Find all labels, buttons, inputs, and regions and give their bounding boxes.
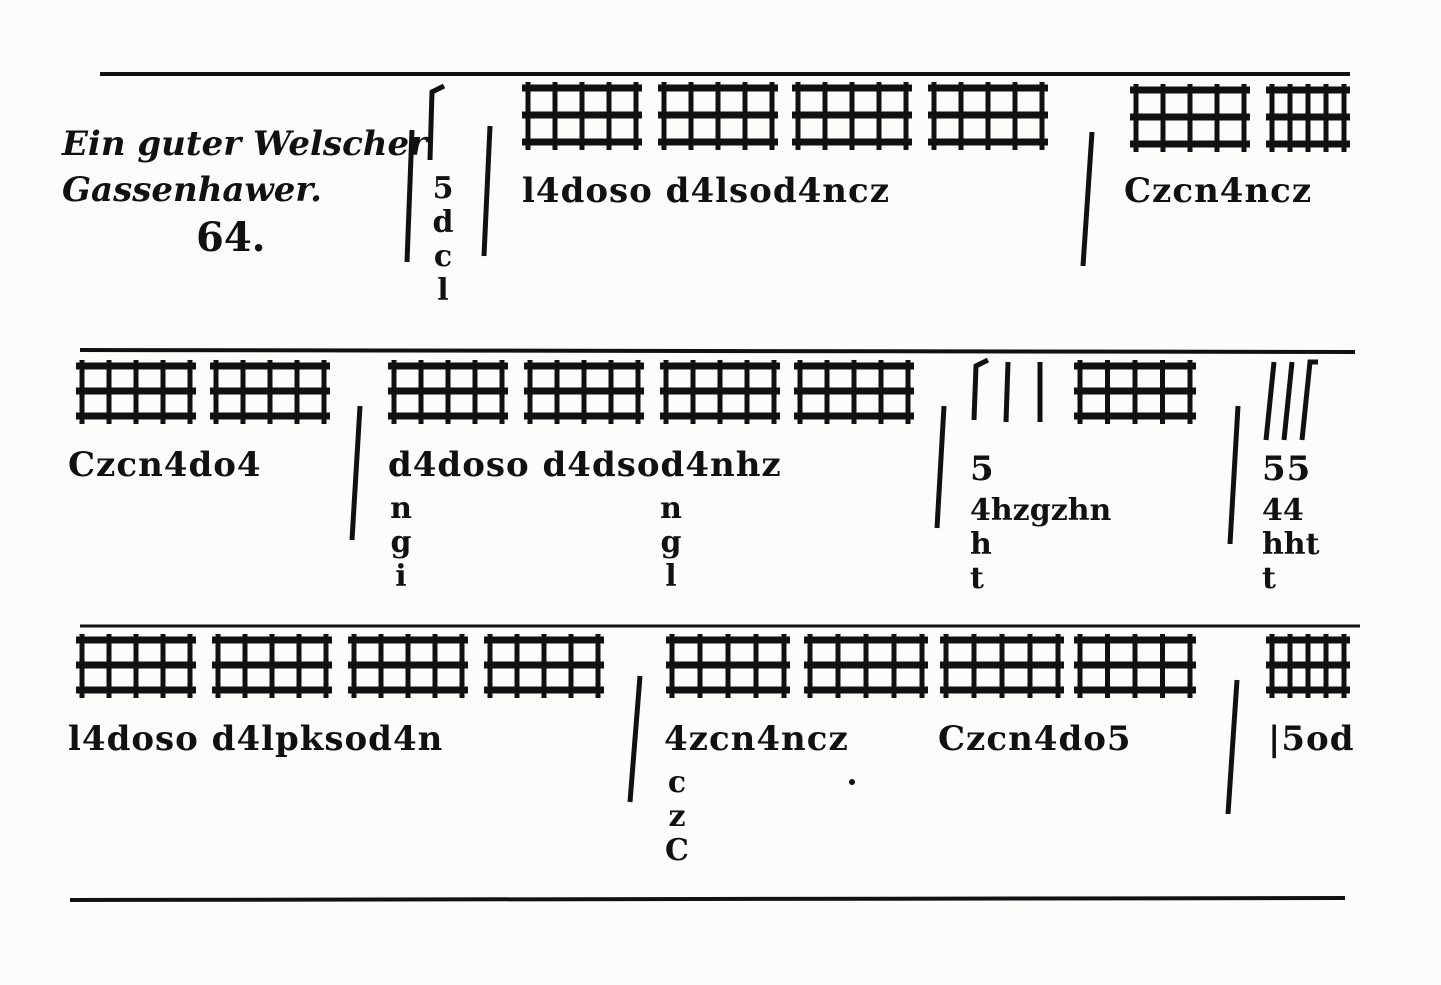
rule-system2 <box>79 348 1356 354</box>
rhythm-grid <box>1266 84 1350 152</box>
rhythm-grid <box>1074 360 1196 424</box>
system2-sequence-c: 5 <box>970 449 995 489</box>
rhythm-grid <box>1130 84 1250 152</box>
rule-bottom <box>69 896 1346 902</box>
rhythm-grid <box>210 360 330 424</box>
system3-sequence-a: l4doso d4lpksod4n <box>68 719 444 759</box>
rhythm-grid <box>76 360 196 424</box>
piece-number: 64. <box>196 214 266 261</box>
rhythm-grid <box>1074 634 1196 698</box>
rhythm-flag <box>1281 361 1295 441</box>
rhythm-grid <box>484 634 604 698</box>
rhythm-grids <box>76 82 1350 698</box>
rhythm-grid <box>666 634 790 698</box>
barline <box>1227 405 1241 545</box>
rhythm-grid <box>928 82 1048 150</box>
barline <box>349 405 363 541</box>
system2-sequence-a: Czcn4do4 <box>68 445 262 485</box>
barline <box>404 129 415 263</box>
barline <box>627 675 643 803</box>
rhythm-grid <box>76 634 196 698</box>
system2-sequence-b: d4doso d4dsod4nhz <box>388 445 782 485</box>
system3-sequence-c: Czcn4do5 <box>938 719 1132 759</box>
system2-column-c: 4hzgzhn h t <box>970 493 1112 596</box>
rhythm-grid <box>940 634 1064 698</box>
system3-sequence-d: |5od <box>1268 719 1355 759</box>
system1-sequence-b: Czcn4ncz <box>1124 171 1313 211</box>
rhythm-grid <box>524 360 644 424</box>
piece-title-line2: Gassenhawer. <box>62 170 322 210</box>
system3-sequence-b: 4zcn4ncz <box>664 719 849 759</box>
barline <box>934 405 947 529</box>
rhythm-grid <box>792 82 912 150</box>
barline <box>1080 131 1095 267</box>
rhythm-grid <box>804 634 928 698</box>
rhythm-grid <box>660 360 780 424</box>
rhythm-grid <box>348 634 468 698</box>
rhythm-flag <box>427 83 446 161</box>
rhythm-grid <box>388 360 508 424</box>
system1-sequence-a: l4doso d4lsod4ncz <box>522 171 891 211</box>
system2-column-d: 44 hht t <box>1262 493 1320 596</box>
barline <box>1225 679 1240 815</box>
system2-column-b1: n g i <box>390 491 412 594</box>
rhythm-grid <box>212 634 332 698</box>
rhythm-grid <box>794 360 914 424</box>
system1-left-column: 5 d c l <box>432 171 454 308</box>
rhythm-grid <box>522 82 642 150</box>
rhythm-flag <box>1263 361 1277 441</box>
rhythm-flag <box>971 357 990 421</box>
rhythm-stem <box>1003 361 1011 423</box>
barline <box>481 125 493 257</box>
rhythm-flag <box>1299 359 1318 441</box>
dot-mark <box>849 779 855 785</box>
system3-column-b: c z C <box>665 765 689 868</box>
piece-title-line1: Ein guter Welscher <box>62 124 428 164</box>
rhythm-grid <box>1266 634 1350 698</box>
system2-sequence-d: 55 <box>1262 449 1312 489</box>
rhythm-grid <box>658 82 778 150</box>
system2-column-b2: n g l <box>660 491 682 594</box>
